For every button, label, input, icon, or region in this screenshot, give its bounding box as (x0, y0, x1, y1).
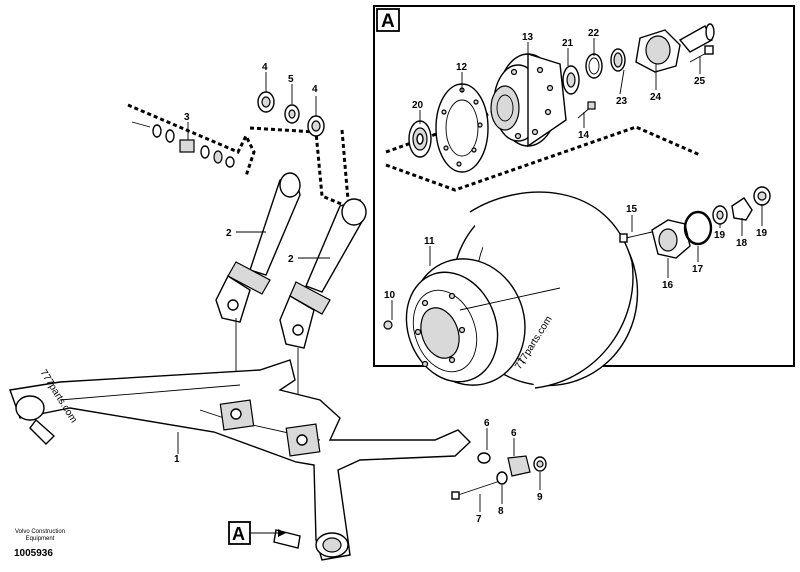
bushing (477, 452, 491, 464)
callout-24: 24 (650, 92, 662, 103)
callout-18: 18 (736, 238, 748, 249)
brake-disc (435, 83, 489, 173)
callout-19: 19 (756, 228, 768, 239)
pin-bolt-set (131, 121, 235, 168)
callout-17: 17 (692, 264, 704, 275)
callout-4: 4 (312, 84, 318, 95)
callout-9: 9 (537, 492, 543, 503)
washer (753, 186, 771, 206)
callout-5: 5 (288, 74, 294, 85)
wheel-hub (490, 53, 567, 148)
callout-1: 1 (174, 454, 180, 465)
swing-arm (9, 359, 472, 561)
hub-cover (635, 23, 715, 73)
callout-10: 10 (384, 290, 396, 301)
callout-12: 12 (456, 62, 468, 73)
callout-20: 20 (412, 100, 424, 111)
callout-8: 8 (498, 506, 504, 517)
flange-bolt (619, 231, 653, 243)
callout-15: 15 (626, 204, 638, 215)
callout-6: 6 (511, 428, 517, 439)
leader-lines (177, 38, 763, 512)
detail-dashed-guide (385, 125, 701, 192)
callout-4: 4 (262, 62, 268, 73)
callout-13: 13 (522, 32, 534, 43)
detail-label: A (381, 11, 395, 32)
dashed-guide (340, 129, 350, 201)
callout-21: 21 (562, 38, 574, 49)
callout-23: 23 (616, 96, 628, 107)
callout-6: 6 (484, 418, 490, 429)
washer (496, 471, 508, 485)
cover-bolt (689, 45, 714, 63)
detail-label-box (376, 8, 400, 32)
dashed-guide (249, 126, 347, 208)
callout-2: 2 (226, 228, 232, 239)
callout-25: 25 (694, 76, 706, 87)
inner-bearing (408, 120, 432, 158)
brand-credit: Volvo Construction Equipment (14, 529, 66, 542)
callout-7: 7 (476, 514, 482, 525)
washer (712, 205, 728, 225)
outer-bearing (562, 65, 580, 95)
washer (307, 115, 325, 137)
bushing (507, 455, 531, 477)
suspension-cylinder-left (215, 172, 301, 323)
document-number: 1005936 (14, 548, 53, 559)
lock-ring (610, 48, 626, 72)
wheel-axis-line (459, 287, 561, 311)
callout-16: 16 (662, 280, 674, 291)
wheel-rim (405, 258, 526, 386)
spacer-bush (284, 104, 300, 124)
flange (651, 219, 691, 259)
dashed-guide (127, 103, 256, 177)
washer (257, 91, 275, 113)
detail-ref-label: A (232, 524, 245, 544)
callout-11: 11 (424, 236, 435, 247)
callout-2: 2 (288, 254, 294, 265)
lock-plate (731, 197, 753, 221)
callout-3: 3 (184, 112, 190, 123)
arrow-head (278, 529, 286, 537)
suspension-cylinder-right (279, 198, 367, 349)
seal-ring (585, 53, 603, 79)
wheel-nut (383, 320, 393, 330)
callout-22: 22 (588, 28, 600, 39)
o-ring (683, 210, 713, 246)
callout-19: 19 (714, 230, 726, 241)
stabilizer-bolt (451, 480, 501, 500)
callout-14: 14 (578, 130, 590, 141)
callouts: 4 5 4 3 2 2 1 6 6 7 8 9 10 11 12 13 14 1… (174, 28, 768, 525)
hub-stud (577, 101, 596, 119)
nut (533, 456, 547, 472)
